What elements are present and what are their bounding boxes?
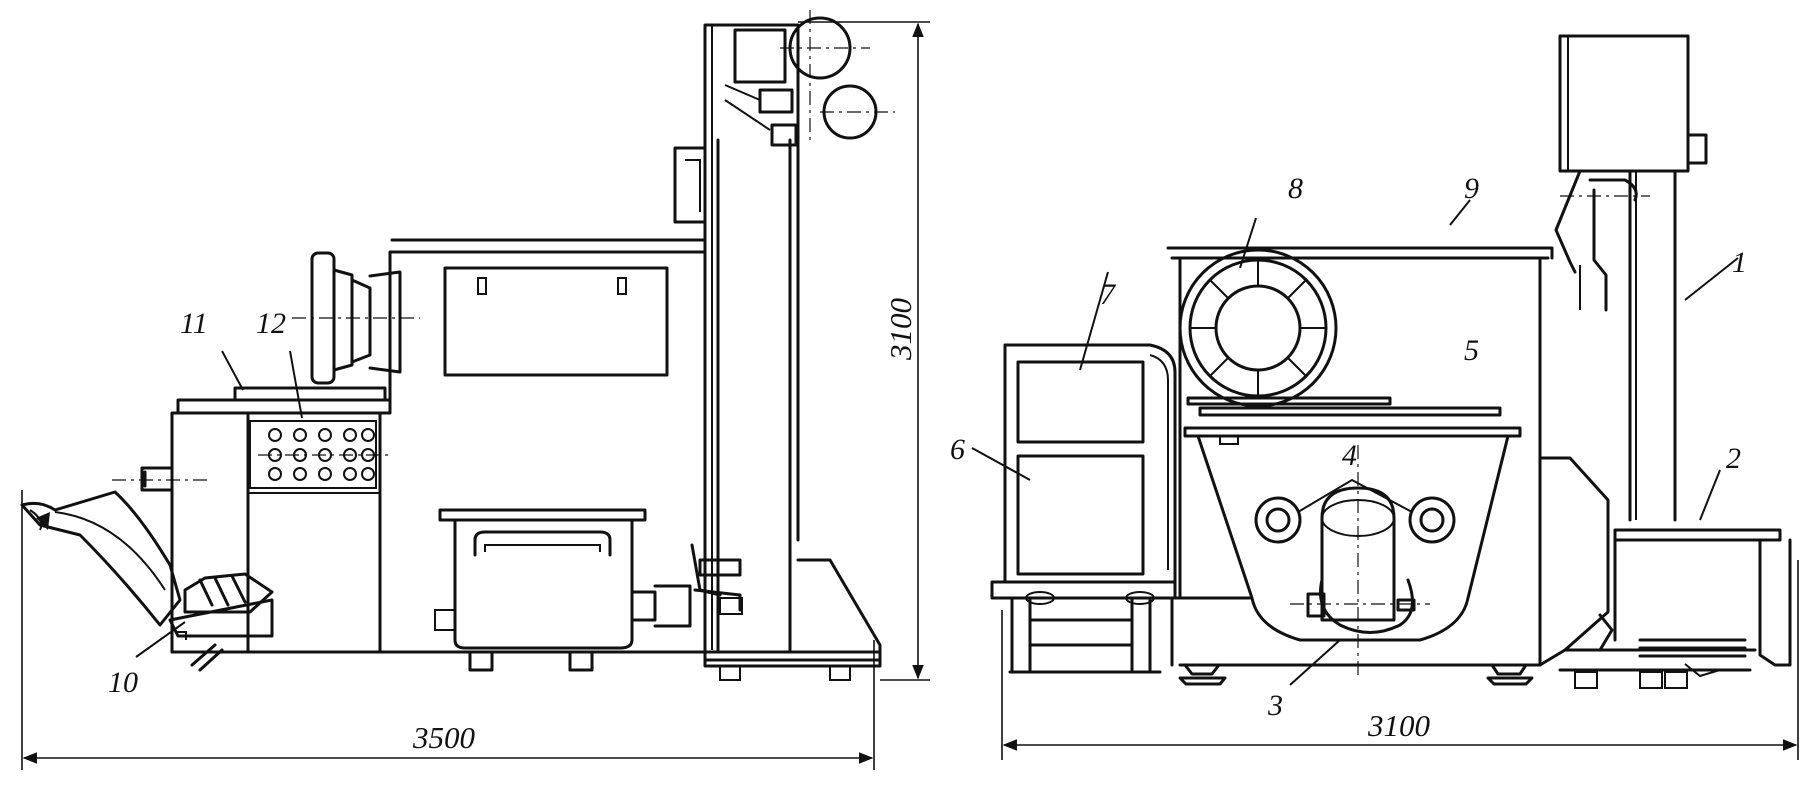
callout-7: 7 (1100, 278, 1117, 311)
callout-10: 10 (108, 666, 138, 699)
left-width-dimension: 3500 (412, 720, 476, 755)
elevator-column (673, 10, 895, 654)
callout-2: 2 (1726, 442, 1741, 475)
callout-6: 6 (950, 433, 965, 466)
right-width-dimension: 3100 (1367, 708, 1431, 743)
left-elevation-view (20, 10, 895, 681)
callout-8: 8 (1288, 172, 1303, 205)
callout-12: 12 (256, 307, 286, 340)
right-dimensions (1001, 560, 1799, 760)
control-cabinet (990, 343, 1177, 674)
right-elevation-view (971, 34, 1792, 689)
callout-9: 9 (1464, 172, 1479, 205)
left-dimensions (21, 21, 930, 770)
callout-5: 5 (1464, 334, 1479, 367)
left-height-dimension: 3100 (883, 298, 918, 362)
discharge-chute (20, 490, 274, 672)
callout-1: 1 (1732, 246, 1747, 279)
callout-4: 4 (1342, 439, 1357, 472)
hopper (1196, 434, 1510, 680)
callout-3: 3 (1267, 689, 1283, 722)
chip-tub (434, 508, 692, 672)
right-elevator-column (1554, 34, 1708, 522)
callout-11: 11 (180, 307, 208, 340)
drum-separator (1178, 248, 1338, 408)
pulley-assembly (292, 251, 420, 385)
filter-grid (249, 420, 392, 489)
